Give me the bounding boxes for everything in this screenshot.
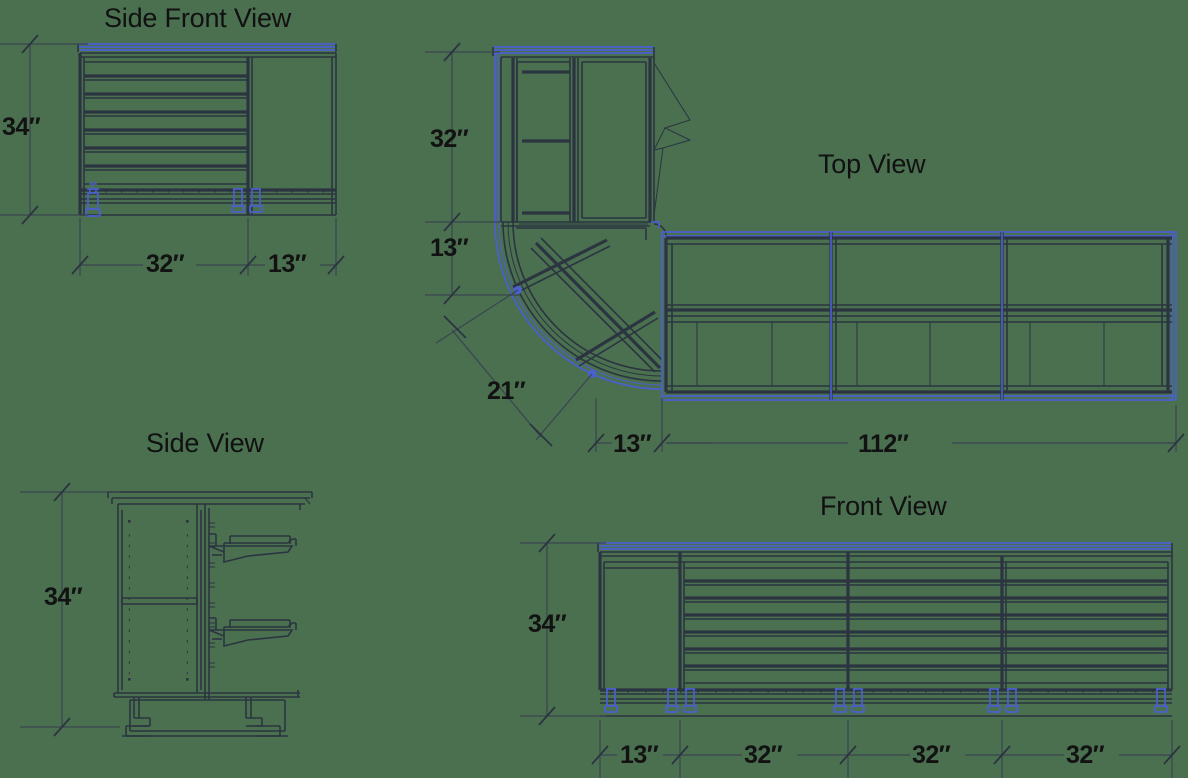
dim-top-run-length: 112″ [858,430,909,458]
dim-top-run-offset: 13″ [613,430,652,458]
dim-front-width-1: 13″ [620,741,659,769]
front-view-title: Front View [820,491,947,521]
side-front-view-title: Side Front View [104,3,292,33]
side-front-view-geometry [0,34,345,276]
front-view-geometry [520,533,1181,778]
dim-top-corner-diagonal: 21″ [487,377,526,405]
dim-sfv-width-1: 32″ [146,250,185,278]
side-view-geometry [20,482,313,737]
dim-top-depth-lower: 13″ [430,234,469,262]
dim-front-width-4: 32″ [1066,741,1105,769]
dim-front-width-3: 32″ [912,741,951,769]
dim-front-height: 34″ [528,610,567,638]
dim-top-depth-upper: 32″ [430,125,469,153]
top-view-geometry [425,42,1185,453]
side-view-title: Side View [146,428,264,458]
dim-sfv-height: 34″ [2,113,41,141]
dim-sfv-width-2: 13″ [268,250,307,278]
dim-front-width-2: 32″ [744,741,783,769]
top-view-title: Top View [818,149,926,179]
dim-side-height: 34″ [44,583,83,611]
